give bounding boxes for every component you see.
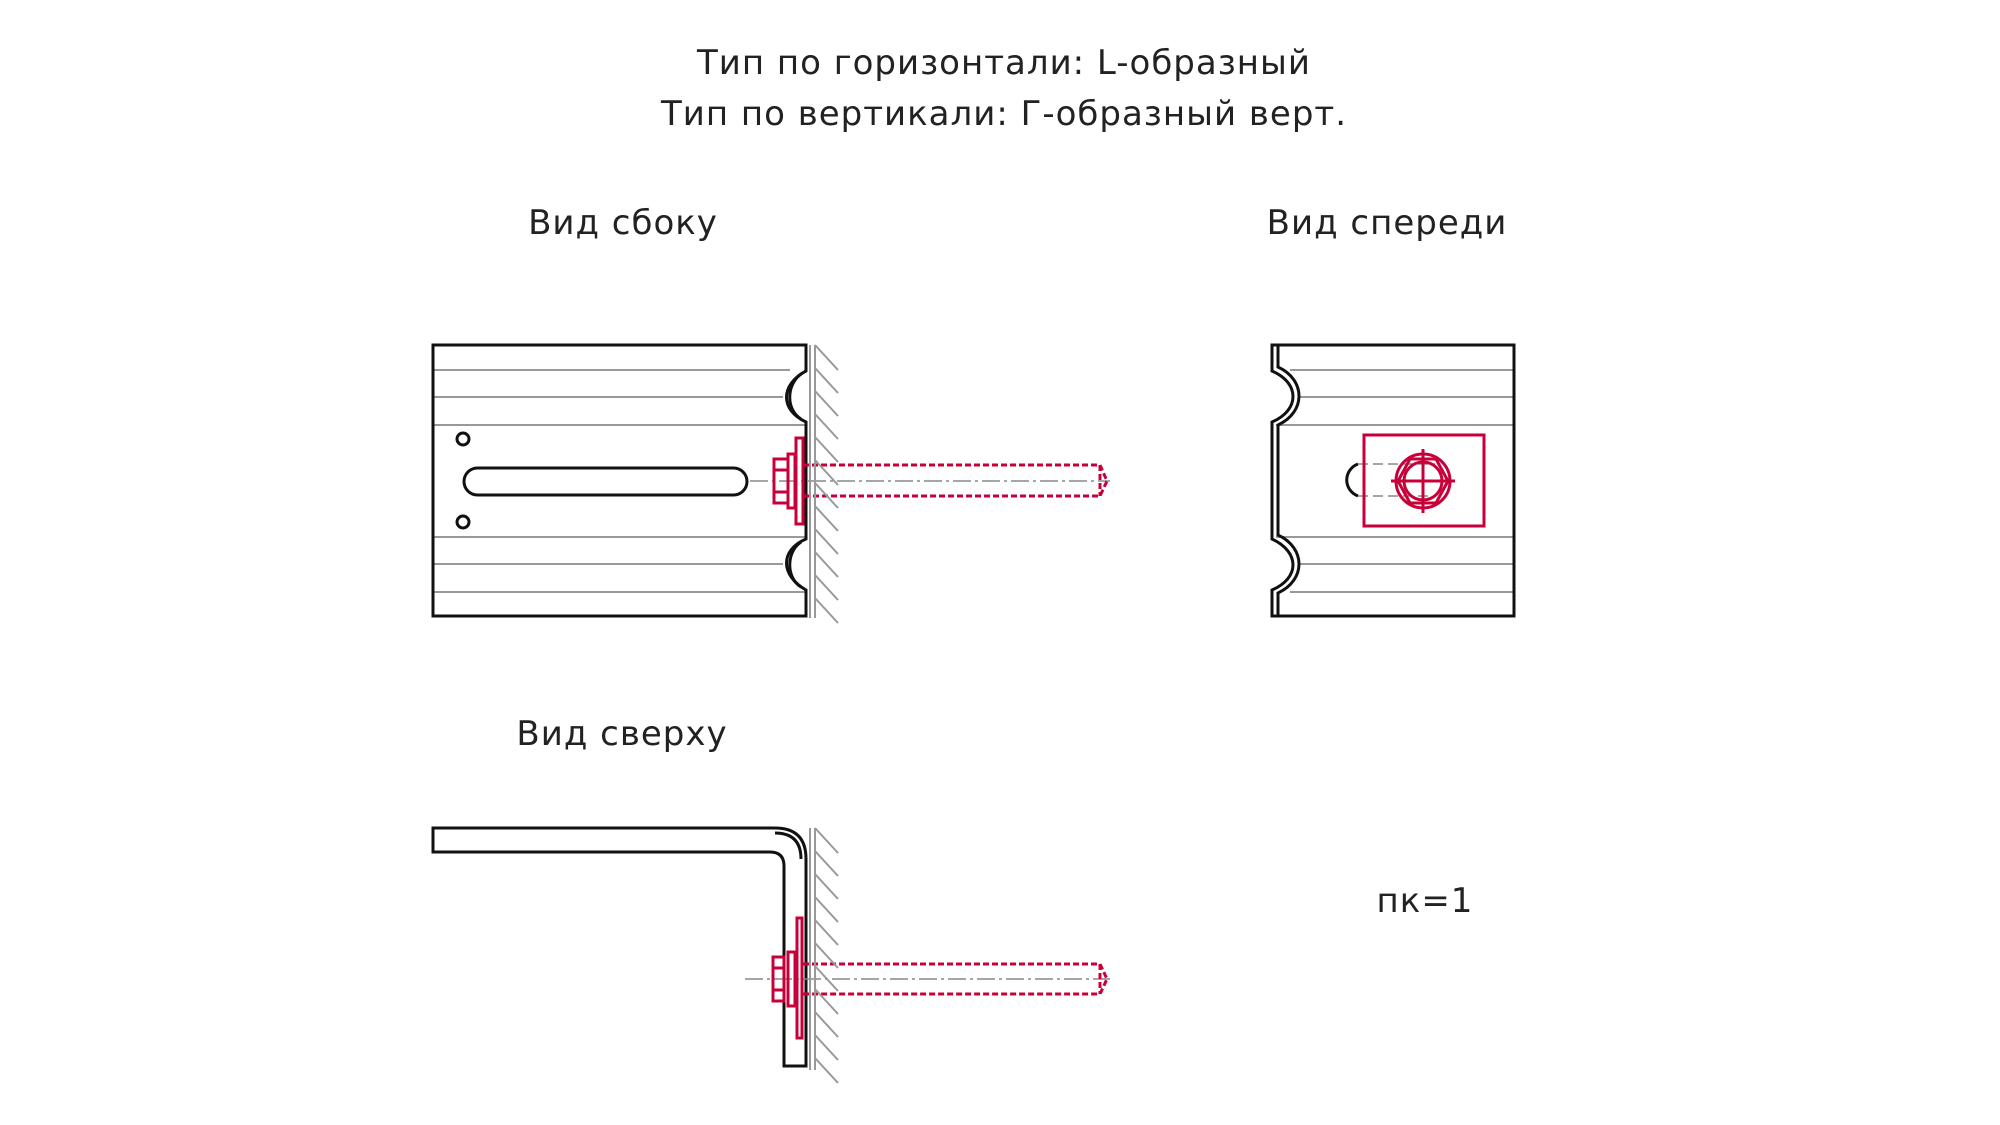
wall-hatch-line	[814, 413, 839, 440]
wall-hatch-line	[814, 436, 839, 463]
front-view	[1270, 343, 1516, 618]
wall-hatch-line	[814, 1011, 839, 1038]
washer-plate	[1362, 433, 1486, 528]
wall-hatch-line	[814, 988, 839, 1015]
label-top-view: Вид сверху	[516, 714, 727, 754]
wall-hatch-line	[814, 850, 839, 877]
hole-icon	[455, 431, 471, 447]
slot	[462, 466, 749, 497]
hole-icon	[455, 514, 471, 530]
wall-hatch-line	[814, 551, 839, 578]
bracket-outline	[1270, 343, 1516, 618]
wall-hatch-line	[814, 942, 839, 969]
wall	[809, 344, 839, 624]
wall-hatch-line	[814, 965, 839, 992]
wall-hatch-line	[814, 827, 839, 854]
wall-hatch-line	[814, 459, 839, 486]
bracket-ribs	[433, 369, 806, 593]
wall-hatch-line	[814, 482, 839, 509]
wall-hatch-line	[814, 873, 839, 900]
wall-hatch-line	[814, 390, 839, 417]
title-horizontal-type: Тип по горизонтали: L-образный	[696, 43, 1311, 83]
wall-hatch-line	[814, 597, 839, 624]
wall-hatch-line	[814, 896, 839, 923]
wall-hatch-line	[814, 367, 839, 394]
wall-hatch-line	[814, 574, 839, 601]
anchor-bolt	[771, 916, 1109, 1040]
top-view	[431, 826, 1110, 1084]
wall-hatch-line	[814, 919, 839, 946]
wall-hatch-line	[814, 1034, 839, 1061]
side-view	[431, 343, 1110, 624]
label-side-view: Вид сбоку	[528, 203, 718, 243]
wall-hatch-line	[814, 1057, 839, 1084]
wall-hatch-line	[814, 528, 839, 555]
label-front-view: Вид спереди	[1267, 203, 1508, 243]
wall-hatch-line	[814, 505, 839, 532]
title-vertical-type: Тип по вертикали: Г-образный верт.	[660, 94, 1347, 134]
wall	[809, 827, 839, 1084]
bracket-outline	[431, 343, 808, 618]
anchor-bolt	[772, 436, 1109, 526]
wall-hatch-line	[814, 344, 839, 371]
note-count: пк=1	[1377, 881, 1474, 921]
bracket-profile	[431, 826, 808, 1068]
